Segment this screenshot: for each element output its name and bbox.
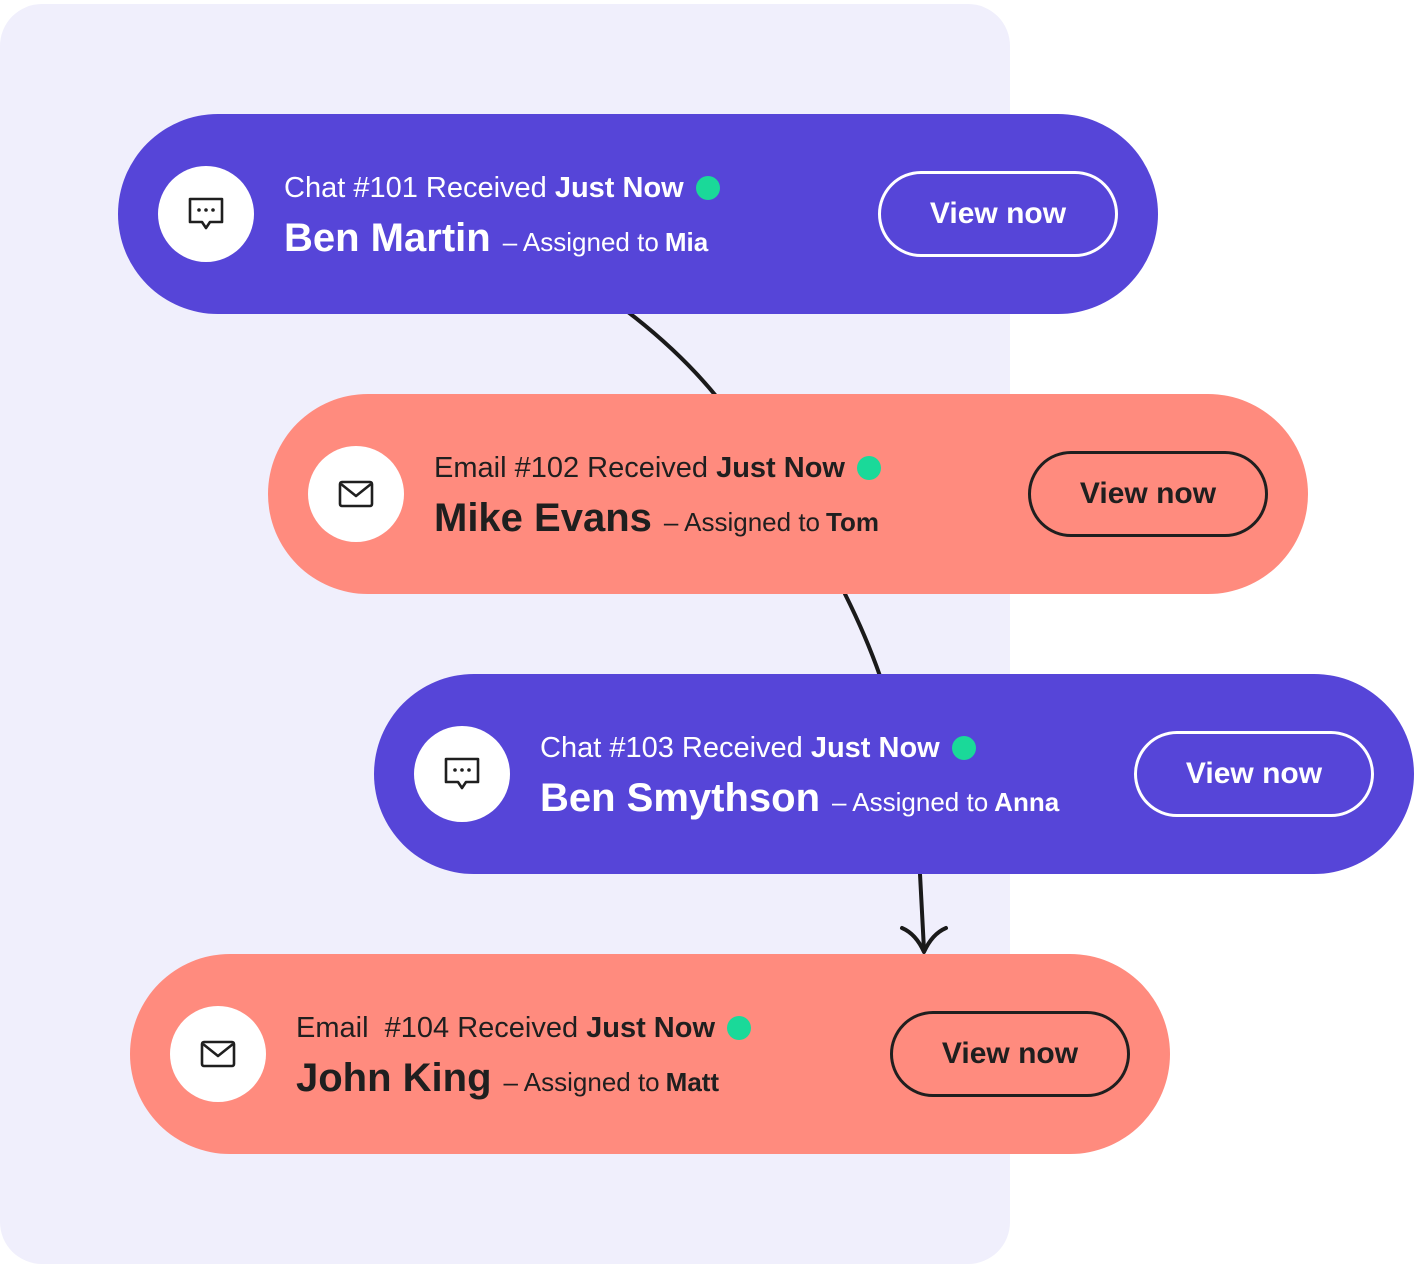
customer-name: Mike Evans bbox=[434, 496, 652, 540]
live-status-dot bbox=[695, 176, 720, 200]
assignee-name: Matt bbox=[665, 1067, 720, 1097]
received-label: Received bbox=[587, 452, 709, 484]
envelope-icon bbox=[170, 1006, 266, 1102]
chat-bubble-icon bbox=[414, 726, 510, 822]
assigned-prefix: – Assigned to bbox=[832, 787, 989, 817]
received-time: Just Now bbox=[716, 452, 845, 484]
assignee-name: Anna bbox=[994, 787, 1060, 817]
received-label: Received bbox=[681, 732, 803, 764]
customer-name: Ben Smythson bbox=[540, 776, 821, 820]
view-now-button[interactable]: View now bbox=[1134, 731, 1374, 817]
received-label: Received bbox=[457, 1012, 579, 1044]
live-status-dot bbox=[856, 456, 881, 480]
connector-1-2 bbox=[626, 310, 718, 398]
received-time: Just Now bbox=[554, 172, 684, 204]
assignee-name: Tom bbox=[826, 507, 879, 537]
ticket-number: #104 bbox=[384, 1012, 450, 1044]
live-status-dot bbox=[727, 1016, 752, 1040]
view-now-button[interactable]: View now bbox=[878, 171, 1118, 257]
received-time: Just Now bbox=[586, 1012, 716, 1044]
ticket-number: #103 bbox=[609, 732, 674, 764]
customer-name: John King bbox=[296, 1056, 492, 1100]
view-now-button[interactable]: View now bbox=[1028, 451, 1268, 537]
envelope-icon bbox=[308, 446, 404, 542]
assigned-prefix: – Assigned to bbox=[502, 227, 659, 257]
received-time: Just Now bbox=[810, 732, 940, 764]
channel-label: Chat bbox=[540, 732, 602, 764]
view-now-button[interactable]: View now bbox=[890, 1011, 1130, 1097]
chat-bubble-icon bbox=[158, 166, 254, 262]
arrowhead-icon bbox=[900, 926, 948, 954]
customer-name: Ben Martin bbox=[284, 216, 491, 260]
received-label: Received bbox=[425, 172, 547, 204]
ticket-number: #101 bbox=[353, 172, 418, 204]
connector-2-3 bbox=[843, 592, 882, 678]
channel-label: Chat bbox=[284, 172, 346, 204]
live-status-dot bbox=[951, 736, 976, 760]
assignee-name: Mia bbox=[664, 227, 709, 257]
connector-3-4 bbox=[918, 872, 926, 952]
channel-label: Email bbox=[296, 1012, 369, 1044]
assigned-prefix: – Assigned to bbox=[663, 507, 821, 537]
channel-label: Email bbox=[434, 452, 507, 484]
ticket-number: #102 bbox=[514, 452, 580, 484]
assigned-prefix: – Assigned to bbox=[503, 1067, 660, 1097]
